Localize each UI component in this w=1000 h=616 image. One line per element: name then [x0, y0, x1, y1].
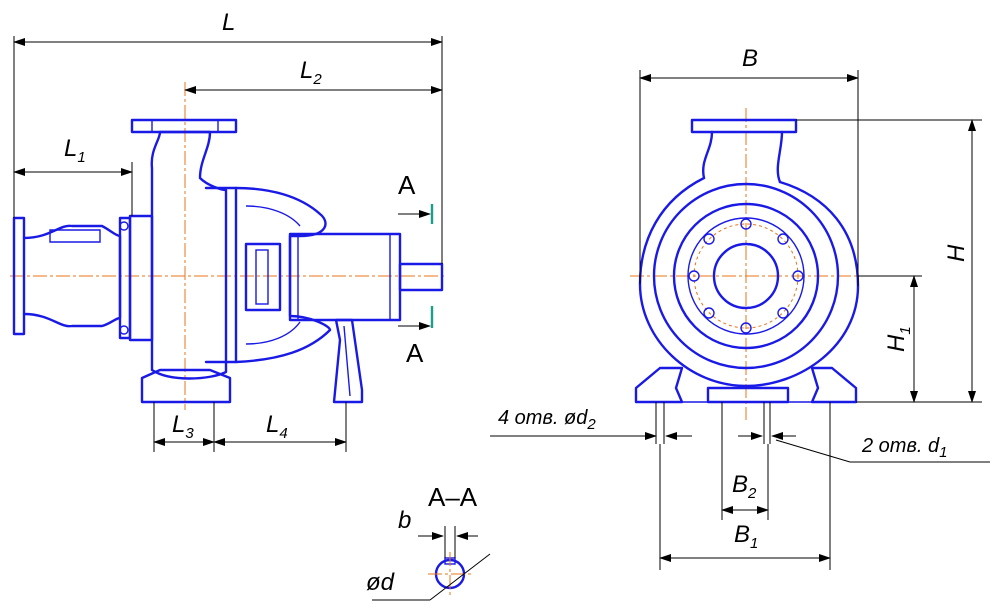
inlet-cover [128, 214, 154, 342]
front-bolt-circle [693, 223, 799, 329]
front-volute [638, 176, 860, 388]
side-view: A A [10, 82, 445, 410]
label-L2: L2 [300, 57, 322, 88]
label-holes-d1: 2 отв. d1 [861, 435, 947, 461]
section-label-top: A [398, 170, 416, 200]
side-dimensions: L L2 L1 L3 L4 [13, 9, 443, 452]
bolt-icon [119, 221, 129, 231]
bearing-foot [332, 318, 364, 404]
coupling-inner [255, 249, 269, 305]
suction-boss [49, 229, 101, 243]
bracket-inner [245, 205, 301, 345]
front-bolt-circle-flange [687, 217, 805, 335]
coupling [244, 242, 282, 312]
bolt-icon [688, 270, 700, 282]
suction-flange [12, 216, 26, 336]
label-H: H [943, 244, 970, 262]
volute-casing [150, 130, 228, 380]
label-B1: B1 [734, 521, 758, 552]
front-cover [672, 202, 820, 350]
section-title: A–A [428, 482, 478, 512]
bolt-icon [703, 233, 715, 245]
bolt-icon [792, 270, 804, 282]
discharge-flange [130, 118, 238, 134]
label-L3: L3 [172, 411, 194, 442]
bolt-icon [777, 233, 789, 245]
casing-cover [204, 186, 238, 364]
casing-foot [140, 368, 232, 404]
label-L4: L4 [266, 411, 288, 442]
front-volute-inner [652, 182, 840, 370]
inlet-cover-flange [118, 216, 132, 340]
front-base-block [706, 386, 790, 404]
front-foot-left [634, 366, 684, 404]
bolt-icon [740, 322, 752, 334]
bolt-icon [777, 307, 789, 319]
label-b: b [398, 507, 411, 534]
bearing-housing [288, 232, 402, 322]
front-dimensions: B H H1 4 отв. ød2 2 отв. d1 B2 B1 [490, 45, 990, 570]
label-L: L [222, 9, 235, 36]
shaft-end [398, 262, 444, 292]
front-foot-right [810, 366, 858, 404]
label-B: B [742, 45, 758, 72]
front-hub [712, 242, 780, 310]
bolt-icon [740, 218, 752, 230]
front-discharge-flange [690, 118, 798, 134]
label-L1: L1 [64, 135, 86, 166]
bolt-icon [119, 325, 129, 335]
section-label-bottom: A [406, 338, 424, 368]
label-B2: B2 [732, 471, 757, 502]
label-holes-d2: 4 отв. ød2 [498, 407, 596, 433]
section-a-a: A–A b ød [366, 482, 491, 601]
bolt-icon [703, 307, 715, 319]
front-discharge-neck [701, 130, 784, 184]
front-view [630, 108, 920, 420]
label-phi-d: ød [366, 569, 395, 596]
label-H1: H1 [883, 326, 914, 352]
